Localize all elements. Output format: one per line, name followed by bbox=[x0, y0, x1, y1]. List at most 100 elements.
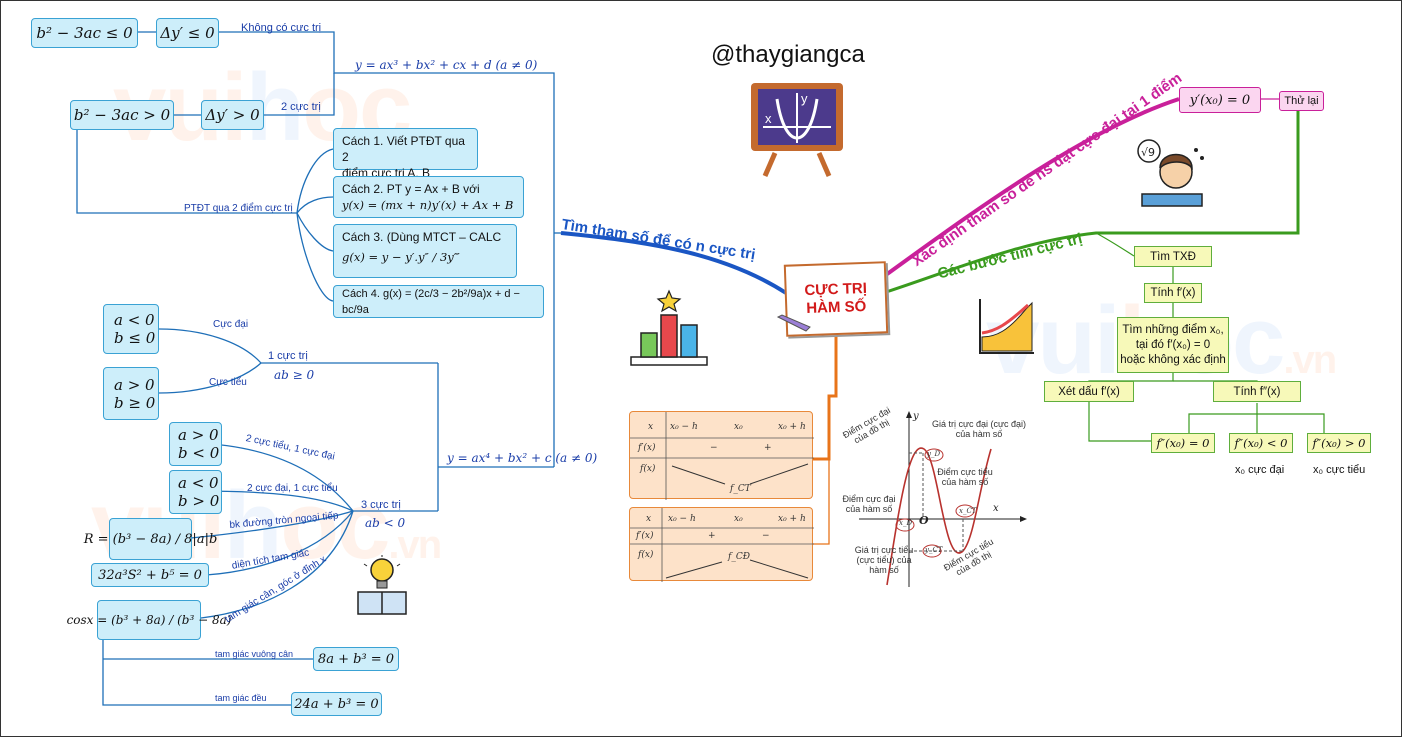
quartic-equation: y = ax⁴ + bx² + c (a ≠ 0) bbox=[447, 451, 598, 465]
no-extrema-label: Không có cực trị bbox=[241, 22, 322, 34]
check-again-box[interactable]: Thử lại bbox=[1279, 91, 1324, 111]
method-4-box[interactable]: Cách 4. g(x) = (2c/3 − 2b²/9a)x + d − bc… bbox=[333, 285, 544, 318]
cubic-equation: y = ax³ + bx² + cx + d (a ≠ 0) bbox=[355, 58, 538, 72]
equil-box[interactable]: 24a + b³ = 0 bbox=[291, 692, 382, 716]
step-critical-line-2: tại đó f′(x₀) = 0 bbox=[1135, 338, 1211, 351]
two-extrema-label: 2 cực trị bbox=[281, 101, 321, 113]
right-iso-label: tam giác vuông cân bbox=[215, 649, 294, 659]
equil-label: tam giác đều bbox=[215, 693, 267, 703]
t2-x2: x₀ bbox=[734, 514, 743, 524]
svg-text:y: y bbox=[801, 91, 808, 106]
t2-f: f(x) bbox=[638, 550, 654, 560]
extrema-graph: y x O bbox=[859, 411, 1027, 587]
variation-table-min: x x₀ − h x₀ x₀ + h f′(x) − + f(x) f_CT bbox=[629, 411, 814, 500]
right-iso-box[interactable]: 8a + b³ = 0 bbox=[313, 647, 399, 671]
result-negative[interactable]: f″(x₀) < 0 bbox=[1229, 433, 1293, 453]
step-critical-line-1: Tìm những điểm x₀, bbox=[1122, 323, 1224, 336]
note-local-max: x₀ cực đại bbox=[1235, 464, 1285, 476]
graph-xd: x_D bbox=[899, 519, 913, 527]
step-sign[interactable]: Xét dấu f′(x) bbox=[1044, 381, 1134, 402]
blackboard-icon: x y bbox=[751, 83, 843, 177]
min-label: Cực tiểu bbox=[209, 377, 247, 388]
one-extrema-label: 1 cực trị bbox=[268, 350, 308, 362]
step-derivative[interactable]: Tính f′(x) bbox=[1144, 283, 1202, 303]
t2-fcd: f_CĐ bbox=[728, 552, 750, 562]
lightbulb-book-icon bbox=[357, 555, 407, 615]
sys-max-line-2: b ≤ 0 bbox=[114, 329, 156, 347]
variation-table-max-lines bbox=[630, 508, 814, 582]
center-line-1: CỰC TRỊ bbox=[804, 279, 868, 300]
sys-min-line-2: b ≥ 0 bbox=[114, 393, 156, 412]
three-extrema-cond: ab < 0 bbox=[365, 516, 406, 530]
variation-table-max: x x₀ − h x₀ x₀ + h f′(x) + − f(x) f_CĐ bbox=[629, 507, 814, 582]
two-max-label: 2 cực đại, 1 cực tiểu bbox=[247, 483, 338, 494]
t1-x2: x₀ bbox=[734, 422, 743, 432]
sys-2max-line-2: b > 0 bbox=[178, 492, 220, 510]
graph-xct: x_CT bbox=[959, 507, 977, 515]
t1-sign-a: − bbox=[710, 443, 718, 453]
max-label: Cực đại bbox=[213, 319, 249, 330]
svg-text:x: x bbox=[765, 111, 772, 126]
step-domain[interactable]: Tìm TXĐ bbox=[1134, 246, 1212, 267]
method-2-line-1: Cách 2. PT y = Ax + B với bbox=[342, 182, 480, 196]
delta-le-box[interactable]: Δy′ ≤ 0 bbox=[156, 18, 219, 48]
step-second-derivative[interactable]: Tính f″(x) bbox=[1213, 381, 1301, 402]
method-1-line-1: Cách 1. Viết PTĐT qua 2 bbox=[342, 134, 465, 164]
t2-fp: f′(x) bbox=[636, 531, 654, 541]
t1-sign-b: + bbox=[764, 443, 772, 453]
sys-max-line-1: a < 0 bbox=[114, 311, 155, 329]
step-critical[interactable]: Tìm những điểm x₀, tại đó f′(x₀) = 0 hoặ… bbox=[1117, 317, 1229, 373]
method-3-box[interactable]: Cách 3. (Dùng MTCT – CALC g(x) = y − y′.y… bbox=[333, 224, 517, 278]
t2-x3: x₀ + h bbox=[778, 514, 806, 524]
pink-eq-box[interactable]: y′(x₀) = 0 bbox=[1179, 87, 1261, 113]
author-handle: @thaygiangca bbox=[711, 41, 865, 68]
sys-min-line-1: a > 0 bbox=[114, 375, 155, 394]
area-box[interactable]: 32a³S² + b⁵ = 0 bbox=[91, 563, 209, 587]
result-zero[interactable]: f″(x₀) = 0 bbox=[1151, 433, 1215, 453]
variation-table-min-lines bbox=[630, 412, 814, 500]
method-2-box[interactable]: Cách 2. PT y = Ax + B với y(x) = (mx + n)… bbox=[333, 176, 524, 218]
sys-2max-line-1: a < 0 bbox=[178, 474, 219, 492]
t1-fct: f_CT bbox=[730, 484, 751, 494]
sys-2min-line-1: a > 0 bbox=[178, 426, 219, 444]
graph-yd: y_D bbox=[927, 450, 941, 458]
note-local-min: x₀ cực tiểu bbox=[1313, 464, 1366, 476]
step-critical-line-3: hoặc không xác định bbox=[1120, 353, 1226, 366]
method-4-line-1: Cách 4. g(x) = (2c/3 − 2b²/9a)x + d − bc… bbox=[342, 287, 520, 316]
pencil-icon bbox=[776, 314, 811, 332]
bar-chart-star-icon bbox=[630, 289, 708, 366]
result-positive[interactable]: f″(x₀) > 0 bbox=[1307, 433, 1371, 453]
graph-yct: y_CT bbox=[925, 546, 943, 554]
radius-box[interactable]: R = (b³ − 8a) / 8|a|b bbox=[84, 518, 217, 560]
three-extrema-label: 3 cực trị bbox=[361, 499, 401, 511]
method-2-line-2: y(x) = (mx + n)y′(x) + Ax + B bbox=[342, 198, 514, 212]
graph-note-2: Giá trị cực đại (cực đại) của hàm số bbox=[931, 419, 1027, 439]
student-thinking-icon: √9 bbox=[1137, 139, 1204, 207]
method-3-line-1: Cách 3. (Dùng MTCT – CALC bbox=[342, 230, 502, 244]
cond-gt-box[interactable]: b² − 3ac > 0 bbox=[70, 100, 174, 130]
delta-gt-box[interactable]: Δy′ > 0 bbox=[201, 100, 264, 130]
t1-fp: f′(x) bbox=[638, 443, 656, 453]
graph-origin-label: O bbox=[919, 514, 929, 527]
cond-le-box[interactable]: b² − 3ac ≤ 0 bbox=[31, 18, 138, 48]
t1-x3: x₀ + h bbox=[778, 422, 806, 432]
method-3-line-2: g(x) = y − y′.y″ / 3y‴ bbox=[342, 250, 460, 264]
one-extrema-cond: ab ≥ 0 bbox=[274, 368, 315, 382]
t1-f: f(x) bbox=[640, 464, 656, 474]
t2-x1: x₀ − h bbox=[668, 514, 696, 524]
graph-x-axis-label: x bbox=[993, 503, 999, 514]
center-line-2: HÀM SỐ bbox=[806, 297, 867, 318]
t1-x1: x₀ − h bbox=[670, 422, 698, 432]
cos-box[interactable]: cosx = (b³ + 8a) / (b³ − 8a) bbox=[67, 600, 231, 640]
ptdt-label: PTĐT qua 2 điểm cực trị bbox=[184, 203, 293, 214]
t2-sign-b: − bbox=[762, 531, 770, 541]
svg-text:√9: √9 bbox=[1141, 146, 1155, 159]
t2-sign-a: + bbox=[708, 531, 716, 541]
